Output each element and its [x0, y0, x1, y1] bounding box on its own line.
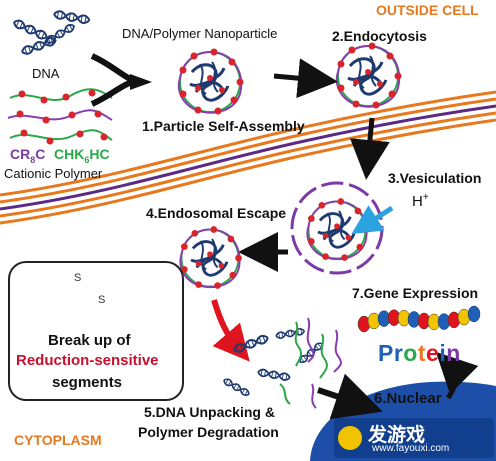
- protein-label: Protein: [378, 340, 461, 367]
- self-assembly-label: 1.Particle Self-Assembly: [142, 118, 305, 134]
- break-up-line1: Break up of: [48, 332, 131, 349]
- gene-expression-label: 7.Gene Expression: [352, 285, 479, 301]
- vesiculation-label: 3.Vesiculation: [388, 170, 482, 186]
- cr8c-label: CR8C: [10, 146, 46, 165]
- protein-letter: e: [426, 340, 440, 366]
- proton-influx-arrow: [351, 205, 394, 235]
- released-dna-and-polymer: [221, 317, 342, 409]
- protein-letter: P: [378, 340, 394, 366]
- arrow-to-vesiculation: [349, 117, 390, 180]
- protein-bead-chain: [357, 305, 481, 333]
- protein-letter: o: [403, 340, 418, 366]
- nanoparticle-assembled: [177, 47, 245, 116]
- protein-letter: r: [393, 340, 404, 366]
- dna-strands: [11, 9, 92, 57]
- nanoparticle-escaped: [178, 224, 244, 291]
- break-up-line3: segments: [52, 374, 123, 391]
- protein-bead: [467, 305, 481, 323]
- nanoparticle-title: DNA/Polymer Nanoparticle: [122, 26, 278, 41]
- self-assembly-arrow: [90, 53, 152, 107]
- break-up-line2: Reduction-sensitive: [16, 352, 159, 369]
- endocytosis-label: 2.Endocytosis: [332, 28, 427, 44]
- nanoparticle-endocytosis: [335, 41, 403, 110]
- nuclear-label: 6.Nuclear: [374, 390, 442, 407]
- disulfide-s2: S: [98, 294, 106, 306]
- chk6hc-label: CHK6HC: [54, 146, 110, 165]
- cationic-polymer-chains: [7, 88, 113, 145]
- endosome-vesicle: [290, 181, 384, 275]
- watermark-text: 发游戏: [368, 425, 426, 446]
- arrow-to-endocytosis: [273, 58, 338, 99]
- unpacking-arrow: [211, 299, 250, 362]
- protein-letter: n: [446, 340, 461, 366]
- disulfide-s1: S: [74, 272, 82, 284]
- dna-label: DNA: [32, 66, 60, 81]
- protein-letter: i: [439, 340, 447, 366]
- cytoplasm-label: CYTOPLASM: [14, 432, 102, 448]
- cationic-polymer-label: Cationic Polymer: [4, 166, 103, 181]
- protein-letter: t: [417, 340, 427, 366]
- cell-membrane: [0, 90, 496, 225]
- dna-unpacking-line1: 5.DNA Unpacking &: [144, 404, 275, 420]
- endosomal-escape-label: 4.Endosomal Escape: [146, 205, 287, 221]
- watermark-url: www.fayouxi.com: [372, 443, 450, 454]
- arrow-to-nucleus: [317, 373, 383, 420]
- dna-unpacking-line2: Polymer Degradation: [138, 424, 279, 440]
- arrow-to-protein: [435, 351, 479, 400]
- outside-cell-label: OUTSIDE CELL: [376, 2, 479, 18]
- watermark-logo: [334, 418, 494, 458]
- reduction-callout: [8, 261, 184, 401]
- proton-label: H+: [412, 192, 429, 210]
